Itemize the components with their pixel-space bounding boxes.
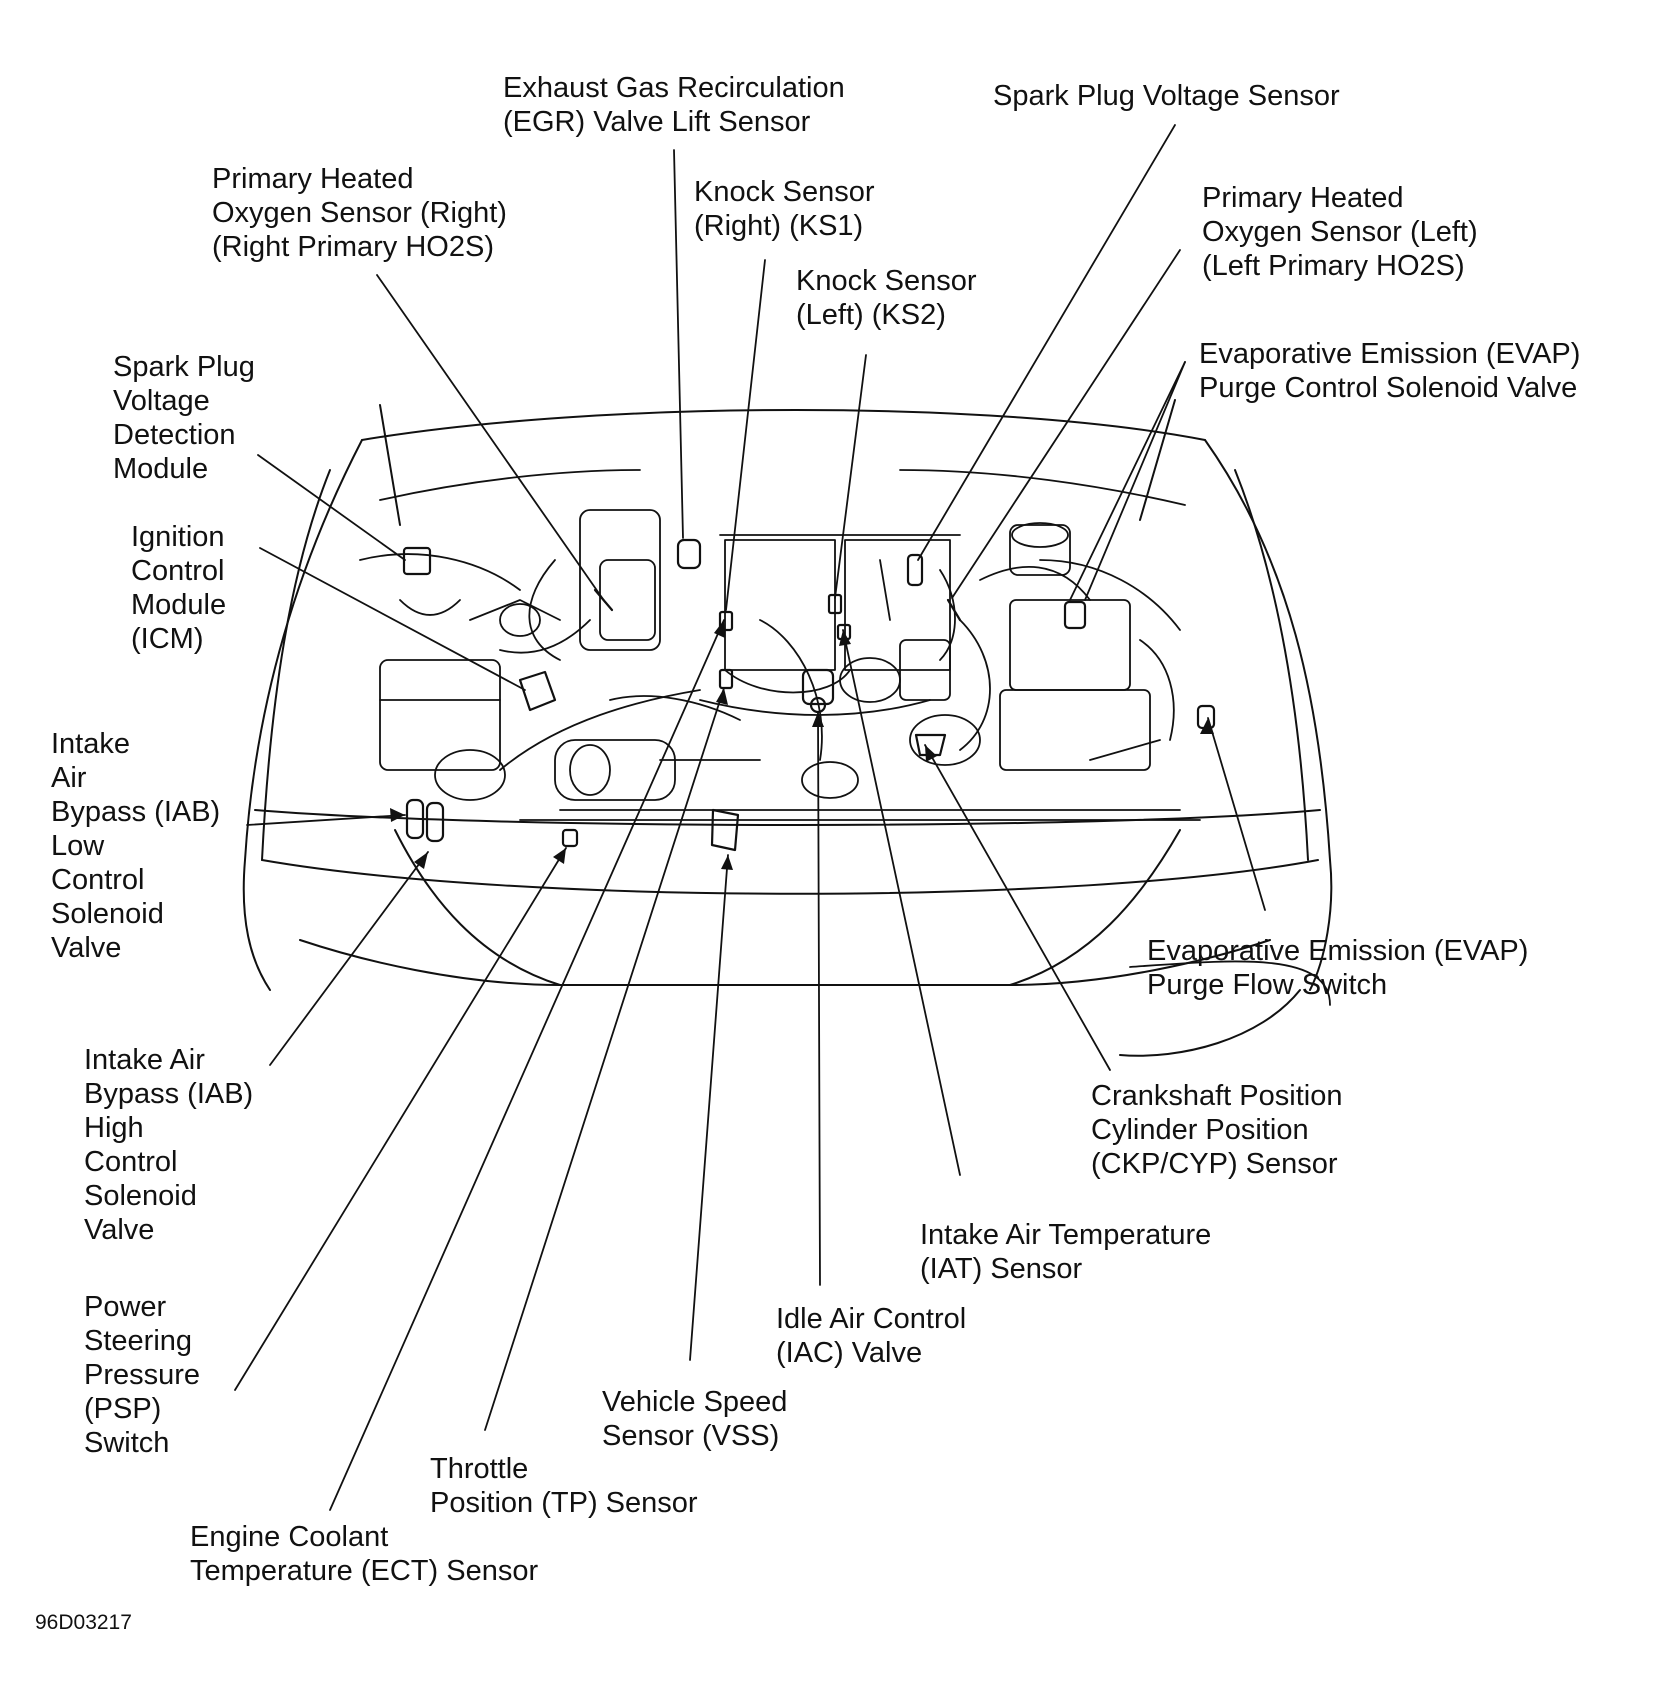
leader-evap-flow-switch: [1207, 717, 1266, 911]
label-left-primary-ho2s: Primary Heated Oxygen Sensor (Left) (Lef…: [1202, 182, 1478, 282]
leader-ckp-cyp: [924, 744, 1111, 1071]
leader-lines: [234, 124, 1331, 1511]
leader-knock-right: [725, 259, 766, 611]
arrowhead-iac: [812, 712, 824, 727]
arrowhead-evap-flow-switch: [1200, 718, 1214, 734]
arrowhead-vss: [721, 855, 733, 870]
leader-vss: [689, 854, 729, 1361]
leader-ho2s-right: [376, 274, 606, 603]
label-ignition-control-module: Ignition Control Module (ICM): [131, 521, 227, 655]
label-iac-valve: Idle Air Control (IAC) Valve: [776, 1303, 967, 1369]
leader-ho2s-left: [951, 249, 1181, 599]
label-iat-sensor: Intake Air Temperature (IAT) Sensor: [920, 1219, 1212, 1285]
leader-tp: [484, 687, 725, 1431]
leader-icm: [259, 547, 526, 691]
engine-bay: [359, 469, 1201, 821]
leader-spark-plug-voltage-sensor: [917, 124, 1176, 561]
label-egr-valve-lift-sensor: Exhaust Gas Recirculation (EGR) Valve Li…: [503, 72, 845, 138]
label-psp-switch: Power Steering Pressure (PSP) Switch: [84, 1291, 201, 1459]
arrowhead-iat: [839, 630, 851, 646]
leader-psp: [234, 847, 567, 1391]
figure-code: 96D03217: [35, 1611, 132, 1634]
leader-iab-high: [269, 851, 429, 1066]
arrowhead-tp: [716, 688, 728, 705]
arrowhead-iab-low: [390, 808, 405, 822]
label-ckp-cyp-sensor: Crankshaft Position Cylinder Position (C…: [1091, 1080, 1343, 1180]
label-spark-plug-voltage-detection-module: Spark Plug Voltage Detection Module: [113, 351, 255, 485]
label-knock-sensor-left: Knock Sensor (Left) (KS2): [796, 265, 977, 331]
component-symbols: [402, 538, 1216, 852]
label-iab-low-control-solenoid-valve: Intake Air Bypass (IAB) Low Control Sole…: [51, 728, 221, 964]
leader-iab-low: [246, 814, 406, 826]
leader-evap-valve-a: [1069, 361, 1186, 601]
arrowhead-ckp: [925, 745, 937, 762]
leader-iat: [842, 629, 961, 1176]
leader-spark-detection: [257, 454, 406, 561]
label-spark-plug-voltage-sensor: Spark Plug Voltage Sensor: [993, 80, 1340, 112]
arrowheads: [390, 620, 1214, 870]
leader-knock-left: [834, 354, 867, 599]
leader-iac: [817, 711, 821, 1286]
label-ect-sensor: Engine Coolant Temperature (ECT) Sensor: [190, 1521, 539, 1587]
arrowhead-psp: [553, 848, 566, 864]
label-vehicle-speed-sensor: Vehicle Speed Sensor (VSS): [602, 1386, 788, 1452]
leader-evap-valve-b: [1084, 361, 1186, 601]
label-evap-purge-flow-switch: Evaporative Emission (EVAP) Purge Flow S…: [1147, 935, 1529, 1001]
label-right-primary-ho2s: Primary Heated Oxygen Sensor (Right) (Ri…: [212, 163, 507, 263]
label-evap-purge-control-solenoid-valve: Evaporative Emission (EVAP) Purge Contro…: [1199, 338, 1581, 404]
label-knock-sensor-right: Knock Sensor (Right) (KS1): [694, 176, 875, 242]
arrowhead-iab-high: [414, 852, 428, 869]
label-throttle-position-sensor: Throttle Position (TP) Sensor: [430, 1453, 698, 1519]
leader-ect: [329, 619, 725, 1511]
arrowhead-ect: [714, 620, 725, 638]
vehicle-body-outline: [242, 399, 1333, 1057]
label-iab-high-control-solenoid-valve: Intake Air Bypass (IAB) High Control Sol…: [84, 1044, 254, 1246]
leader-evap-flow-switch-bracket: [1129, 960, 1331, 1006]
leader-egr: [673, 149, 684, 539]
